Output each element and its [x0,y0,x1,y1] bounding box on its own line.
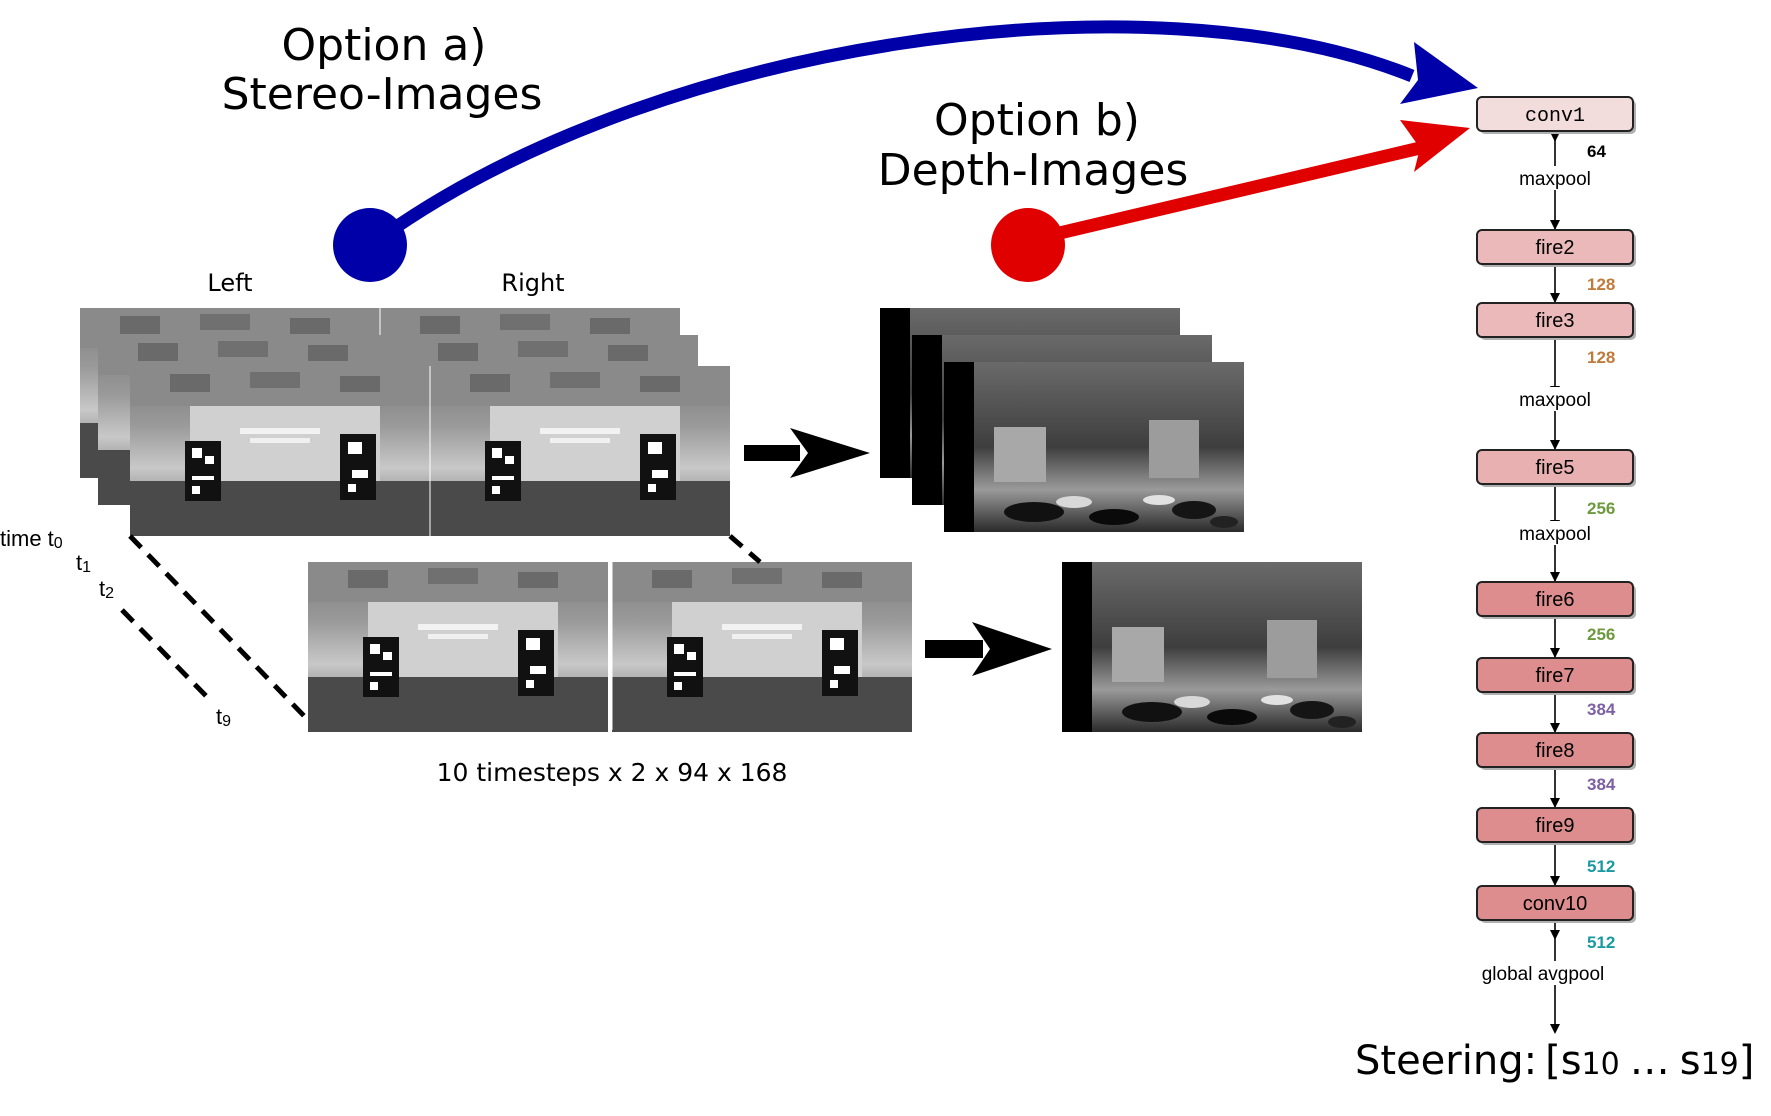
layer-box-conv1 [1476,96,1634,132]
op-label-bg [1518,387,1592,411]
layer-box-fire7 [1476,657,1634,693]
channel-count: 256 [1587,499,1615,518]
layer-label-fire2: fire2 [1536,237,1575,259]
layer-label-fire8: fire8 [1536,740,1575,762]
depth-stack-bottom [1062,562,1362,732]
right-label: Right [501,269,564,297]
option-b-title: Option b) [934,95,1140,146]
depth-frame-t2 [944,362,1244,532]
op-label: maxpool [1519,169,1591,190]
stereo-frame-left-t2 [130,366,430,536]
op-label: global avgpool [1482,964,1605,985]
option-b-subtitle: Depth-Images [878,145,1189,196]
conversion-arrow-bottom [925,622,1052,676]
connector-arrowhead [1550,798,1560,808]
conversion-arrow-top [744,428,870,478]
depth-stack-top [880,308,1244,532]
connector-arrowhead [1550,572,1560,582]
option-a-title: Option a) [282,20,487,71]
connector-arrowhead [1550,648,1560,658]
op-label-bg [1518,521,1592,545]
layer-box-fire5 [1476,449,1634,485]
option-b-dot [991,208,1065,282]
connector-arrowhead [1550,1024,1560,1034]
option-a-dot [333,208,407,282]
channel-count: 384 [1587,775,1616,794]
option-a-arrow [333,20,1478,282]
stereo-stack-top [80,308,730,536]
connector-arrowhead [1550,293,1560,303]
layer-label-fire3: fire3 [1536,310,1575,332]
layer-box-conv10 [1476,885,1634,921]
channel-count: 384 [1587,700,1616,719]
steering-output: Steering:[s10…s19] [1355,1038,1754,1084]
op-label: maxpool [1519,524,1591,545]
op-label-bg [1518,166,1592,190]
layer-label-fire7: fire7 [1536,665,1575,687]
channel-count: 128 [1587,348,1615,367]
connector-arrowhead [1550,440,1560,450]
stereo-frame-right-t2 [430,366,730,536]
layer-label-fire5: fire5 [1536,457,1575,479]
layer-label-fire6: fire6 [1536,589,1575,611]
stereo-frame-left-t9 [308,562,608,732]
time-label-t2: t2 [99,576,114,602]
layer-box-fire9 [1476,807,1634,843]
connector-arrowhead [1550,220,1560,230]
channel-count: 64 [1587,142,1606,161]
option-b-arrow [991,120,1470,282]
channel-count: 256 [1587,625,1615,644]
dimensions-label: 10 timesteps x 2 x 94 x 168 [437,758,788,787]
layer-box-fire3 [1476,302,1634,338]
time-label-t9: t9 [216,704,231,730]
option-a-subtitle: Stereo-Images [222,69,543,120]
network-column: conv1 fire2 fire3 fire5 fire6 fire7 fire8 fire9… [1469,96,1636,1034]
op-label-bg [1469,961,1617,985]
stereo-frame-right-t9 [612,562,912,732]
layer-box-fire6 [1476,581,1634,617]
time-label-t1: t1 [76,550,91,576]
left-label: Left [207,269,252,297]
time-label-t0: time t0 [0,526,63,552]
connector-arrowhead [1550,930,1560,940]
layer-label-fire9: fire9 [1536,815,1575,837]
connector-arrowhead [1550,132,1560,142]
connector-arrowhead [1550,876,1560,886]
connector-arrowhead [1550,723,1560,733]
channel-count: 512 [1587,857,1615,876]
channel-count: 128 [1587,275,1615,294]
layer-box-fire2 [1476,229,1634,265]
layer-label-conv10: conv10 [1523,893,1588,915]
layer-label-conv1: conv1 [1525,105,1585,128]
op-label: maxpool [1519,390,1591,411]
stereo-stack-bottom [308,562,912,732]
depth-frame-t9 [1062,562,1362,732]
channel-count: 512 [1587,933,1615,952]
time-dashes [120,534,762,722]
layer-box-fire8 [1476,732,1634,768]
